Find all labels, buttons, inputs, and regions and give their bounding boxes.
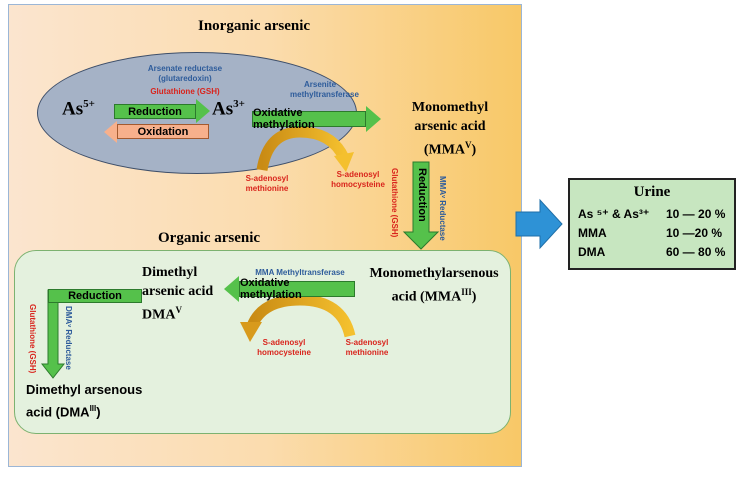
as3-species: As3+: [212, 98, 245, 120]
urine-row-value: 60 — 80 %: [666, 245, 726, 259]
urine-row-label: MMA: [578, 226, 607, 240]
oxidation-arrowhead: [104, 121, 117, 143]
dma-reduction-bar: Reduction: [48, 289, 142, 303]
glutathione-label: Glutathione (GSH): [150, 87, 220, 96]
mma-v-species: Monomethyl arsenic acid (MMAV): [411, 100, 489, 158]
reduction-arrow: Reduction: [114, 104, 196, 119]
mma-reduction-label: Reduction: [416, 168, 428, 222]
urine-row-label: DMA: [578, 245, 606, 259]
urine-table: Urine As ⁵⁺ & As³⁺ 10 — 20 % MMA 10 —20 …: [568, 178, 736, 270]
sam-curve-arrow-bottom: [246, 294, 356, 338]
urine-title: Urine: [633, 184, 671, 200]
sam-curve-arrowhead-top: [334, 152, 354, 172]
oxidative-methylation-arrowhead-bottom: [224, 276, 239, 302]
oxidation-arrow: Oxidation: [117, 124, 209, 139]
dma-reduction-arrow: [40, 289, 66, 379]
organic-heading: Organic arsenic: [158, 230, 261, 246]
urine-row-value: 10 —20 %: [666, 226, 723, 240]
sam-curve-arrowhead-bottom: [240, 322, 262, 342]
organic-panel: [14, 250, 511, 434]
dma-reductase-label: DMAᵛ Reductase: [64, 306, 73, 370]
big-blue-arrow: [515, 198, 563, 250]
reduction-arrowhead: [196, 99, 210, 123]
inorganic-heading: Inorganic arsenic: [198, 18, 311, 34]
oxidative-methylation-arrowhead-top: [366, 106, 381, 132]
mma-reduction-arrow: [402, 161, 440, 250]
arsenate-reductase-label: Arsenate reductase (glutaredoxin): [147, 64, 223, 83]
as5-species: As5+: [62, 98, 95, 120]
arsenite-methyltransferase-label: Arsenite methyltransferase: [290, 80, 359, 99]
mma-reductase-label: MMAᵛ Reductase: [438, 176, 447, 241]
sam-curve-arrow-top: [256, 126, 349, 172]
dma-iii-species: Dimethyl arsenous acid (DMAIII): [26, 382, 143, 420]
oxidative-methylation-arrow-bottom: Oxidative methylation: [239, 277, 355, 301]
dma-v-species: Dimethyl arsenic acid DMAV: [142, 265, 214, 323]
mma-iii-species: Monomethylarsenous acid (MMAIII): [369, 266, 499, 305]
dma-glutathione-label: Glutathione (GSH): [28, 304, 37, 374]
mma-methyltransferase-label: MMA Methyltransferase: [255, 268, 345, 277]
oxidative-methylation-arrow-top: Oxidative methylation: [252, 107, 366, 131]
urine-row-label: As ⁵⁺ & As³⁺: [578, 207, 650, 221]
mma-glutathione-label: Glutathione (GSH): [390, 168, 399, 238]
urine-row-value: 10 — 20 %: [666, 207, 726, 221]
